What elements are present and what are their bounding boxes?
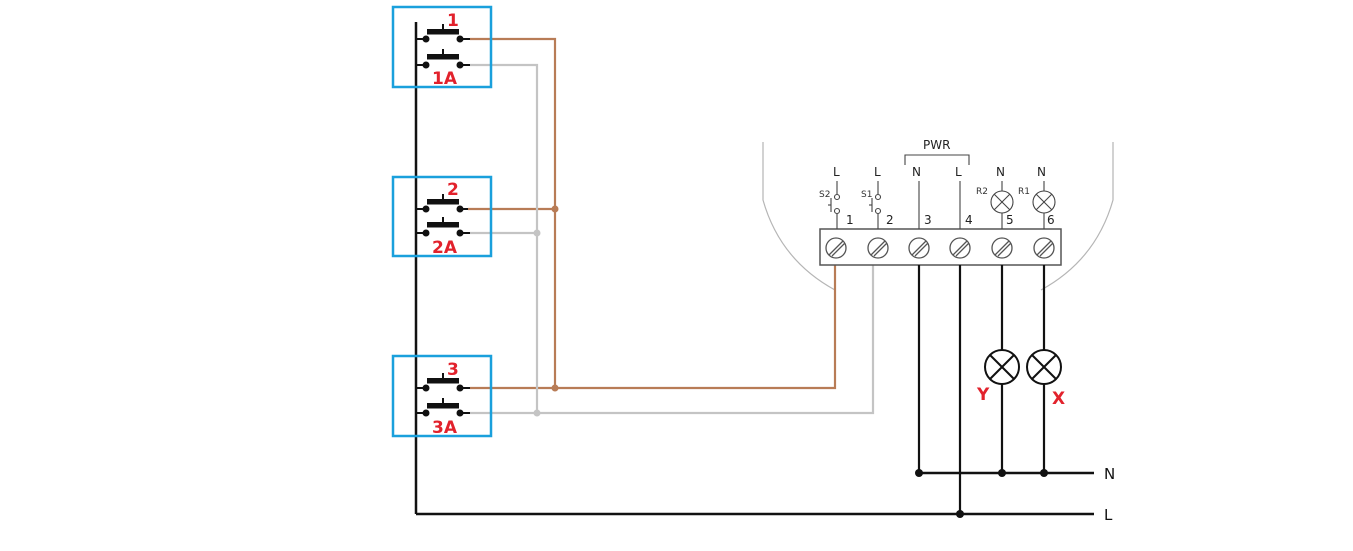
lamp-icon — [984, 349, 1020, 385]
module-outline — [762, 142, 1114, 291]
terminal-screws — [825, 237, 1055, 259]
lamp-label: Y — [976, 385, 990, 405]
push-button-switch — [416, 398, 470, 417]
switch-label: 2A — [432, 238, 458, 258]
terminal-number: 6 — [1047, 213, 1055, 227]
push-button-switch — [416, 24, 470, 43]
pwr-bracket — [904, 154, 970, 165]
pwr-label: PWR — [923, 138, 950, 152]
input-line-label: L — [874, 165, 881, 179]
relay-lamp-symbol — [990, 181, 1014, 229]
relay-name-label: R2 — [976, 187, 988, 197]
relay-line-label: N — [1037, 165, 1046, 179]
neutral-bus-label: N — [1104, 465, 1115, 483]
gray-wires — [470, 63, 875, 415]
lamp-label: X — [1052, 389, 1065, 409]
switch-label: 3A — [432, 418, 458, 438]
pwr-line-label: L — [955, 165, 962, 179]
push-button-switch — [416, 49, 470, 69]
switch-label: 1 — [447, 11, 459, 31]
push-button-switch — [416, 194, 468, 213]
input-switch-label: S2 — [819, 190, 830, 200]
terminal-number: 1 — [846, 213, 854, 227]
switch-box-2 — [391, 175, 493, 258]
input-switch-symbol — [828, 181, 841, 229]
brown-wires — [468, 37, 837, 390]
brown-junction — [551, 384, 559, 392]
input-switch-symbol — [869, 181, 882, 229]
pwr-line-label: N — [912, 165, 921, 179]
gray-junction — [533, 229, 541, 237]
switch-label: 3 — [447, 360, 459, 380]
switch-label: 2 — [447, 180, 459, 200]
push-button-switch — [416, 373, 470, 392]
input-line-label: L — [833, 165, 840, 179]
switch-box-3 — [391, 354, 493, 438]
terminal-number: 2 — [886, 213, 894, 227]
gray-junction — [533, 409, 541, 417]
switch-label: 1A — [432, 69, 458, 89]
brown-junction — [551, 205, 559, 213]
live-bus-label: L — [1104, 506, 1113, 524]
terminal-number: 5 — [1006, 213, 1014, 227]
relay-name-label: R1 — [1018, 187, 1030, 197]
terminal-block — [819, 228, 1062, 266]
relay-line-label: N — [996, 165, 1005, 179]
terminal-number: 3 — [924, 213, 932, 227]
lamp-icon — [1026, 349, 1062, 385]
terminal-number: 4 — [965, 213, 973, 227]
relay-lamp-symbol — [1032, 181, 1056, 229]
input-switch-label: S1 — [861, 190, 872, 200]
switch-box-1 — [391, 5, 493, 89]
push-button-switch — [416, 217, 470, 237]
bus-junctions — [915, 469, 1048, 518]
